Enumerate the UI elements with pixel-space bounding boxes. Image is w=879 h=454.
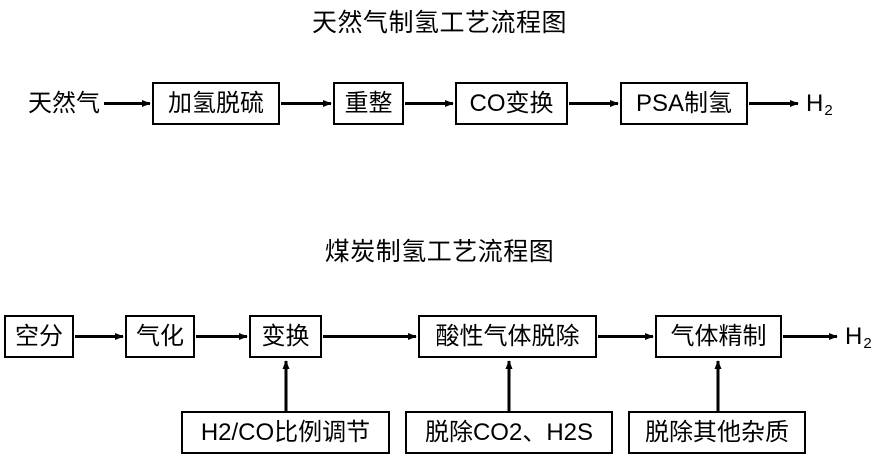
- node-gasification[interactable]: 气化: [125, 315, 195, 358]
- output-subscript: 2: [863, 334, 872, 352]
- natural-gas-diagram-title: 天然气制氢工艺流程图: [311, 9, 567, 37]
- annotation-label: 脱除CO2、H2S: [424, 418, 594, 446]
- node-co-shift[interactable]: CO变换: [455, 82, 568, 125]
- node-shift-conversion[interactable]: 变换: [249, 315, 322, 358]
- node-label: 空分: [15, 322, 63, 350]
- output-symbol: H: [845, 323, 863, 350]
- node-label: 酸性气体脱除: [435, 322, 580, 350]
- node-air-separation[interactable]: 空分: [4, 315, 74, 358]
- node-gas-purification[interactable]: 气体精制: [655, 315, 782, 358]
- node-label: 气体精制: [670, 322, 767, 350]
- coal-diagram-title: 煤炭制氢工艺流程图: [324, 238, 555, 266]
- node-label: 气化: [136, 322, 184, 350]
- node-label: 变换: [261, 322, 310, 350]
- annotation-co2-h2s-removal[interactable]: 脱除CO2、H2S: [405, 411, 613, 454]
- node-reforming[interactable]: 重整: [333, 82, 404, 125]
- output-subscript: 2: [824, 101, 833, 119]
- output-symbol: H: [806, 90, 824, 117]
- node-label: 加氢脱硫: [168, 89, 264, 117]
- node-label: CO变换: [469, 89, 554, 117]
- node-acid-gas-removal[interactable]: 酸性气体脱除: [418, 315, 597, 358]
- node-label: 重整: [344, 89, 393, 117]
- annotation-label: H2/CO比例调节: [200, 418, 371, 446]
- annotation-other-impurity-removal[interactable]: 脱除其他杂质: [628, 411, 806, 454]
- natural-gas-input-label: 天然气: [28, 90, 100, 117]
- annotation-label: 脱除其他杂质: [645, 418, 789, 446]
- node-psa-hydrogen[interactable]: PSA制氢: [620, 82, 748, 125]
- annotation-h2-co-ratio[interactable]: H2/CO比例调节: [181, 411, 390, 454]
- node-hydrodesulfurization[interactable]: 加氢脱硫: [152, 82, 280, 125]
- node-label: PSA制氢: [635, 89, 733, 117]
